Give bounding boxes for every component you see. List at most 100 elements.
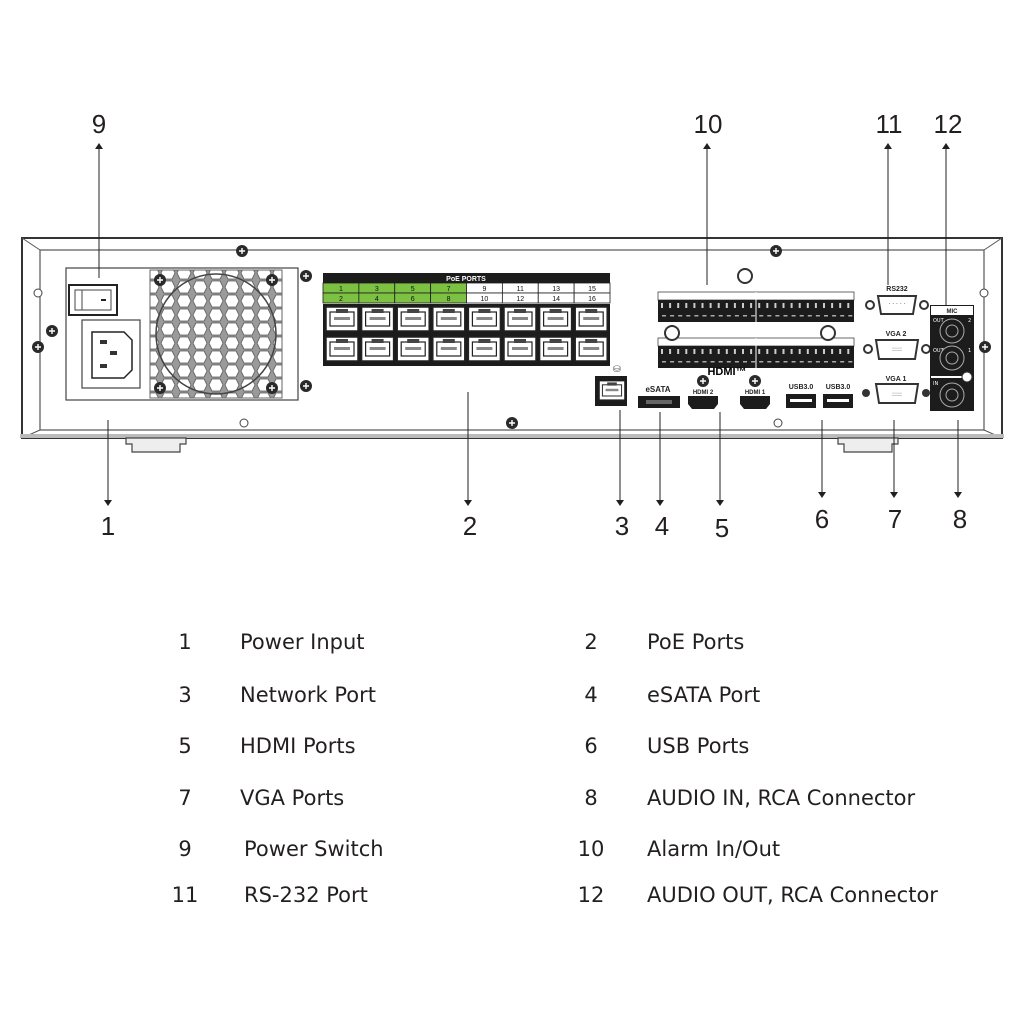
poe-port-number: 1	[339, 286, 343, 293]
audio-out-1[interactable]: OUT 1	[933, 345, 971, 371]
callout-10: 10	[694, 109, 723, 139]
terminal-pin	[669, 349, 672, 354]
poe-label-cell	[573, 292, 611, 304]
poe-port[interactable]	[538, 336, 573, 362]
poe-port[interactable]	[432, 306, 466, 332]
terminal-pin	[709, 349, 712, 354]
legend-number: 2	[584, 630, 598, 654]
fan-grille	[149, 269, 283, 399]
terminal-pin	[814, 303, 817, 308]
terminal-pin	[831, 303, 834, 308]
poe-port-number: 14	[552, 296, 560, 303]
terminal-pin	[750, 303, 753, 308]
legend-label: VGA Ports	[240, 786, 345, 810]
callout-8: 8	[953, 504, 967, 534]
legend-label: PoE Ports	[647, 630, 745, 654]
foot-right	[837, 437, 899, 453]
callout-1: 1	[101, 511, 115, 541]
terminal-pin	[750, 349, 753, 354]
legend-number: 4	[584, 683, 598, 707]
legend-label: USB Ports	[647, 734, 750, 758]
terminal-pin	[758, 349, 761, 354]
poe-port[interactable]	[360, 336, 395, 362]
terminal-pin	[677, 303, 680, 308]
network-icon: ⛁	[613, 365, 621, 375]
audio-out-2[interactable]: OUT 2	[933, 318, 971, 344]
svg-text::::::: :::::	[892, 346, 902, 353]
terminal-pin	[693, 349, 696, 354]
callout-11: 11	[876, 109, 903, 139]
power-supply	[65, 267, 299, 401]
poe-port-number: 2	[339, 296, 343, 303]
poe-port[interactable]	[538, 306, 573, 332]
legend-number: 10	[577, 837, 605, 861]
callout-6: 6	[815, 504, 829, 534]
terminal-pin	[847, 303, 850, 308]
poe-port[interactable]	[396, 336, 430, 362]
terminal-pin	[806, 349, 809, 354]
terminal-pin	[790, 349, 793, 354]
terminal-pin	[725, 303, 728, 308]
network-port[interactable]: ⛁	[595, 365, 627, 406]
usb-port[interactable]: USB3.0	[786, 384, 816, 408]
legend-number: 1	[178, 630, 192, 654]
poe-header: PoE PORTS	[446, 276, 486, 283]
callout-3: 3	[615, 511, 629, 541]
terminal-pin	[766, 349, 769, 354]
svg-text:USB3.0: USB3.0	[789, 384, 814, 391]
terminal-pin	[717, 349, 720, 354]
poe-port[interactable]	[503, 336, 537, 362]
poe-port-number: 13	[552, 286, 560, 293]
hdmi1-port[interactable]: HDMI 1	[740, 390, 770, 409]
rs232-port[interactable]: RS232 · · · · ·	[865, 286, 929, 315]
esata-port[interactable]: eSATA	[638, 385, 680, 408]
esata-label: eSATA	[645, 385, 670, 394]
legend-number: 6	[584, 734, 598, 758]
mount-hole	[239, 418, 249, 428]
audio-in[interactable]: IN	[933, 381, 965, 408]
poe-port-number: 15	[588, 286, 596, 293]
power-switch[interactable]	[68, 284, 118, 316]
legend-number: 5	[178, 734, 192, 758]
poe-port[interactable]	[503, 306, 537, 332]
hdmi2-port[interactable]: HDMI 2	[688, 390, 718, 409]
svg-text:OUT: OUT	[933, 348, 945, 354]
callout-7: 7	[888, 504, 902, 534]
screw-icon	[299, 379, 313, 393]
poe-port[interactable]	[467, 306, 502, 332]
legend-number: 12	[577, 883, 605, 907]
terminal-pin	[701, 303, 704, 308]
terminal-pin	[661, 349, 663, 354]
callout-12: 12	[934, 109, 963, 139]
terminal-pin	[733, 349, 736, 354]
poe-port-number: 3	[375, 286, 379, 293]
poe-port[interactable]	[325, 336, 359, 362]
terminal-pin	[677, 349, 680, 354]
poe-port-number: 6	[411, 296, 415, 303]
poe-port-number: 4	[375, 296, 379, 303]
terminal-pin	[823, 349, 825, 354]
poe-port[interactable]	[432, 336, 466, 362]
svg-text:RS232: RS232	[886, 286, 908, 293]
poe-port[interactable]	[467, 336, 502, 362]
svg-text:HDMI 2: HDMI 2	[693, 390, 714, 396]
screw-icon	[769, 244, 783, 258]
vga1-port[interactable]: VGA 1 :::::	[862, 376, 930, 404]
poe-port[interactable]	[574, 336, 608, 362]
poe-port[interactable]	[396, 306, 430, 332]
vga2-port[interactable]: VGA 2 :::::	[863, 331, 931, 360]
terminal-pin	[693, 303, 696, 308]
callout-2: 2	[463, 511, 477, 541]
screw-icon	[299, 269, 313, 283]
alarm-terminal-block[interactable]	[657, 268, 855, 368]
poe-port[interactable]	[360, 306, 395, 332]
usb-ports: USB3.0 USB3.0	[786, 384, 853, 408]
poe-port[interactable]	[325, 306, 359, 332]
poe-port-number: 16	[588, 296, 596, 303]
mount-hole	[33, 288, 43, 298]
mount-hole	[979, 288, 989, 298]
usb-port[interactable]: USB3.0	[823, 384, 853, 408]
poe-port[interactable]	[574, 306, 608, 332]
poe-port-number: 10	[481, 296, 489, 303]
